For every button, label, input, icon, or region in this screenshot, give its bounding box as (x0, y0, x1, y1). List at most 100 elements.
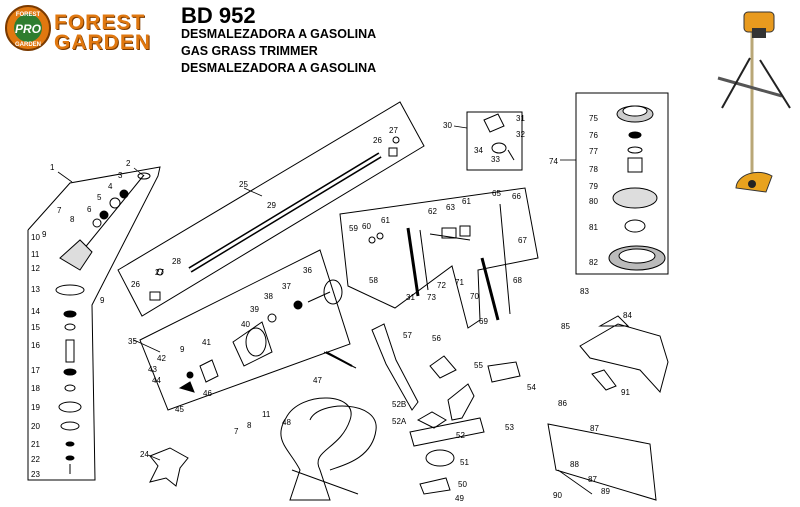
callout-65: 65 (492, 189, 501, 198)
callout-25: 25 (239, 180, 248, 189)
leader-lines (57, 125, 593, 495)
callout-59: 59 (349, 224, 358, 233)
callout-55: 55 (474, 361, 483, 370)
callout-15: 15 (31, 323, 40, 332)
callout-7-b: 7 (234, 427, 239, 436)
panel-throttle (339, 187, 539, 329)
callout-17: 17 (31, 366, 40, 375)
callout-78: 78 (589, 165, 598, 174)
callout-18: 18 (31, 384, 40, 393)
callout-85: 85 (561, 322, 570, 331)
callout-42: 42 (157, 354, 166, 363)
callout-56: 56 (432, 334, 441, 343)
callout-11-b: 11 (262, 410, 271, 419)
callout-30: 30 (443, 121, 452, 130)
callout-29: 29 (267, 201, 276, 210)
callout-44: 44 (152, 376, 161, 385)
callout-34: 34 (474, 146, 483, 155)
callout-73: 73 (427, 293, 436, 302)
callout-9: 9 (42, 230, 47, 239)
callout-62: 62 (428, 207, 437, 216)
callout-50: 50 (458, 480, 467, 489)
callout-3: 3 (118, 171, 123, 180)
callout-83: 83 (580, 287, 589, 296)
callout-75: 75 (589, 114, 598, 123)
callout-26-a: 26 (131, 280, 140, 289)
callout-89: 89 (601, 487, 610, 496)
callout-16: 16 (31, 341, 40, 350)
title-line-3: DESMALEZADORA A GASOLINA (181, 61, 377, 75)
callout-4: 4 (108, 182, 113, 191)
logo-badge-top: FOREST (16, 12, 41, 18)
callout-45: 45 (175, 405, 184, 414)
callout-74: 74 (549, 157, 558, 166)
callout-8-b: 8 (247, 421, 252, 430)
callout-36: 36 (303, 266, 312, 275)
callout-68: 68 (513, 276, 522, 285)
trimmer-photo (717, 11, 791, 193)
callout-9-b: 9 (100, 296, 105, 305)
callout-43: 43 (148, 365, 157, 374)
callout-31-b: 31 (406, 293, 415, 302)
brand-logo: FOREST PRO GARDEN FOREST GARDEN (4, 4, 166, 53)
callout-19: 19 (31, 403, 40, 412)
callout-24: 24 (140, 450, 149, 459)
callout-61-b: 61 (462, 197, 471, 206)
callout-13: 13 (31, 285, 40, 294)
callout-87-b: 87 (588, 475, 597, 484)
callout-40: 40 (241, 320, 250, 329)
handle-and-guard (149, 315, 669, 501)
callout-41: 41 (202, 338, 211, 347)
callout-38: 38 (264, 292, 273, 301)
callout-72: 72 (437, 281, 446, 290)
logo-line-forest: FOREST (54, 11, 146, 34)
callout-84: 84 (623, 311, 632, 320)
callout-70: 70 (470, 292, 479, 301)
callout-80: 80 (589, 197, 598, 206)
callout-47: 47 (313, 376, 322, 385)
callout-57: 57 (403, 331, 412, 340)
callout-14: 14 (31, 307, 40, 316)
callout-49: 49 (455, 494, 464, 503)
title-line-1: DESMALEZADORA A GASOLINA (181, 27, 377, 41)
callout-46: 46 (203, 389, 212, 398)
logo-badge-bottom: GARDEN (15, 42, 41, 48)
callout-48: 48 (282, 418, 291, 427)
callout-37: 37 (282, 282, 291, 291)
callout-31: 31 (516, 114, 525, 123)
callout-27-b: 27 (389, 126, 398, 135)
callout-90: 90 (553, 491, 562, 500)
callout-52b: 52B (392, 400, 406, 409)
callout-33: 33 (491, 155, 500, 164)
panel-shaft-head (27, 166, 161, 481)
callout-58: 58 (369, 276, 378, 285)
callout-26-b: 26 (373, 136, 382, 145)
shaft-head-parts (55, 172, 151, 474)
callout-52a: 52A (392, 417, 407, 426)
logo-badge: FOREST PRO GARDEN (5, 5, 51, 51)
callout-27-a: 27 (155, 268, 164, 277)
callout-23: 23 (31, 470, 40, 479)
callout-21: 21 (31, 440, 40, 449)
callout-7: 7 (57, 206, 62, 215)
logo-badge-mid: PRO (15, 22, 42, 36)
callout-86: 86 (558, 399, 567, 408)
callout-53: 53 (505, 423, 514, 432)
callout-28: 28 (172, 257, 181, 266)
callout-79: 79 (589, 182, 598, 191)
panel-engine-clutch (139, 249, 353, 411)
panel-main-shaft (117, 101, 425, 317)
callout-69: 69 (479, 317, 488, 326)
callout-1: 1 (50, 163, 55, 172)
callout-8: 8 (70, 215, 75, 224)
callout-91: 91 (621, 388, 630, 397)
callout-2: 2 (126, 159, 131, 168)
callout-35: 35 (128, 337, 137, 346)
callout-9-c: 9 (180, 345, 185, 354)
callout-54: 54 (527, 383, 536, 392)
callout-76: 76 (589, 131, 598, 140)
callout-61-a: 61 (381, 216, 390, 225)
callout-67: 67 (518, 236, 527, 245)
callout-82: 82 (589, 258, 598, 267)
callout-52: 52 (456, 431, 465, 440)
